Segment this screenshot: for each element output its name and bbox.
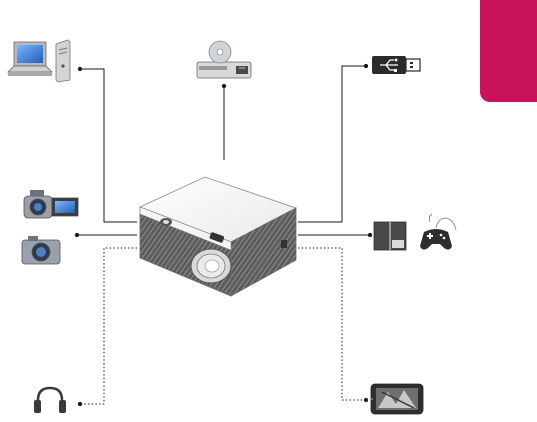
game-controller-icon: [420, 214, 456, 250]
projector-icon: [140, 177, 296, 296]
link-computer: [80, 69, 137, 222]
set-top-box-icon: [374, 222, 406, 250]
laptop-icon: [8, 42, 52, 76]
headphones-icon: [34, 388, 66, 413]
link-usb: [298, 66, 366, 222]
disc-player-icon: [197, 41, 251, 78]
smartphone-icon: [371, 384, 423, 414]
desktop-tower-icon: [56, 40, 70, 82]
link-smartphone: [298, 248, 366, 400]
usb-drive-icon: [372, 56, 420, 74]
digital-camera-icon: [22, 236, 60, 264]
camcorder-icon: [24, 190, 78, 218]
link-headphones: [80, 248, 137, 404]
